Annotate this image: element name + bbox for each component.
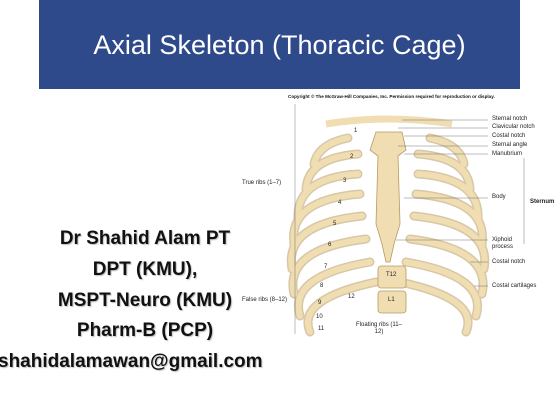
thoracic-cage-figure: Copyright © The McGraw-Hill Companies, I… (238, 94, 560, 420)
slide-title: Axial Skeleton (Thoracic Cage) (93, 30, 466, 60)
vertebra-l1 (377, 290, 407, 314)
author-degree-pharm: Pharm-B (PCP) (76, 320, 214, 341)
label-xiphoid: Xiphoid process (492, 237, 514, 250)
label-true-ribs: True ribs (1–7) (242, 180, 282, 186)
label-sternum: Sternum (530, 199, 555, 205)
title-bar: Axial Skeleton (Thoracic Cage) (39, 0, 520, 89)
author-email: shahidalamawan@gmail.com (0, 351, 263, 372)
label-costal-cartilages: Costal cartilages (492, 283, 537, 289)
rib-number: 2 (350, 154, 354, 160)
rib-number: 9 (318, 300, 322, 306)
label-manubrium: Manubrium (492, 151, 523, 157)
rib-number: 3 (343, 178, 347, 184)
label-sternal-angle: Sternal angle (492, 142, 528, 148)
author-degree-dpt: DPT (KMU), (92, 259, 198, 280)
rib-number: 8 (320, 283, 324, 289)
rib-number: 12 (348, 294, 355, 300)
rib-number: 4 (338, 200, 342, 206)
vertebra-label-l1: L1 (388, 297, 395, 303)
label-floating-ribs: Floating ribs (11–12) (356, 322, 402, 335)
label-false-ribs: False ribs (8–12) (242, 297, 288, 303)
vertebra-t12 (377, 265, 407, 289)
rib-number: 1 (354, 128, 358, 134)
label-sternal-notch: Sternal notch (492, 116, 528, 122)
rib-number: 11 (318, 326, 325, 332)
author-name: Dr Shahid Alam PT (59, 228, 231, 249)
leader-lines (294, 104, 525, 334)
vertebra-label-t12: T12 (386, 272, 397, 278)
rib-number: 10 (316, 314, 323, 320)
rib-cage-illustration (286, 104, 525, 337)
rib-number: 7 (324, 264, 328, 270)
sternum-shape (369, 131, 407, 263)
ribs-fill (288, 135, 488, 335)
rib-number: 6 (328, 242, 332, 248)
rib-number: 5 (333, 221, 337, 227)
label-body: Body (492, 194, 506, 200)
label-costal-notch-top: Costal notch (492, 133, 526, 139)
author-degree-mspt: MSPT-Neuro (KMU) (57, 290, 233, 311)
label-costal-notch-bottom: Costal notch (492, 259, 526, 265)
figure-copyright: Copyright © The McGraw-Hill Companies, I… (288, 94, 495, 99)
label-clavicular-notch: Clavicular notch (492, 124, 535, 130)
